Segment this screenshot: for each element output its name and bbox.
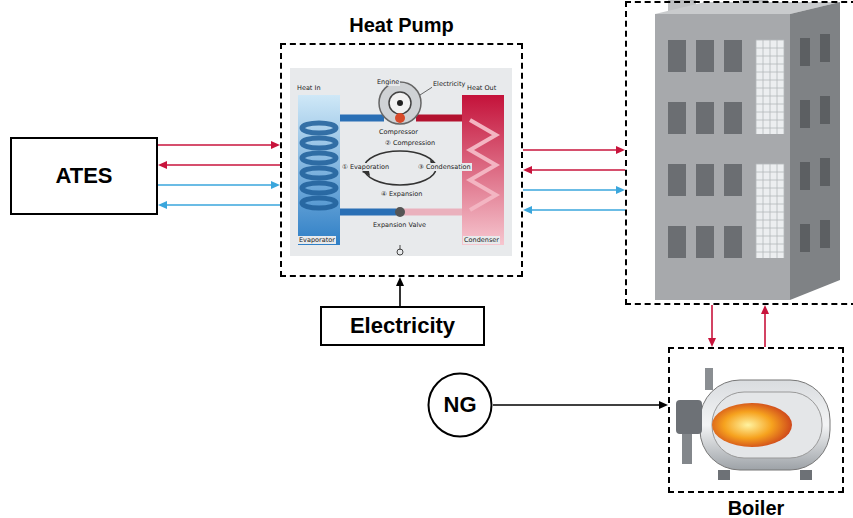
node-label: Electricity <box>350 313 455 339</box>
flow-arrow <box>523 206 625 214</box>
flow-arrow <box>761 305 769 347</box>
boiler-illustration <box>676 368 830 480</box>
fuel-circle: NG <box>427 372 493 438</box>
flow-arrow <box>158 201 280 209</box>
flow-arrow <box>158 161 280 169</box>
part-label: Expansion Valve <box>372 221 427 229</box>
flow-arrow <box>493 401 668 409</box>
building-illustration <box>655 0 840 300</box>
part-label: Engine <box>376 78 400 86</box>
flow-arrow <box>523 146 625 154</box>
part-label: Condenser <box>463 236 500 244</box>
storage-box: ATES <box>10 137 158 215</box>
flow-arrow <box>396 277 404 306</box>
node-label: NG <box>444 392 477 418</box>
part-label: ③ Condensation <box>417 163 472 171</box>
part-label: ② Compression <box>384 139 436 147</box>
flow-arrow <box>523 166 625 174</box>
heat-pump-illustration <box>290 68 512 256</box>
part-label: Heat In <box>296 84 322 92</box>
energy-box: Electricity <box>320 306 485 346</box>
node-heading: Boiler <box>670 497 842 518</box>
building-frame <box>625 1 853 305</box>
node-heading: Heat Pump <box>282 14 521 37</box>
part-label: Electricity <box>432 80 466 88</box>
heat-pump-frame: Heat PumpElectricityEngineCompressorHeat… <box>280 43 523 277</box>
flow-arrow <box>158 181 280 189</box>
boiler-frame: Boiler <box>668 347 844 493</box>
part-label: Heat Out <box>466 84 497 92</box>
part-label: ① Evaporation <box>341 163 390 171</box>
part-label: ④ Expansion <box>380 190 423 198</box>
flow-arrow <box>523 186 625 194</box>
part-label: Compressor <box>378 128 419 136</box>
part-label: Evaporator <box>298 236 336 244</box>
flow-arrow <box>158 141 280 149</box>
node-label: ATES <box>55 163 112 189</box>
flow-arrow <box>708 305 716 347</box>
